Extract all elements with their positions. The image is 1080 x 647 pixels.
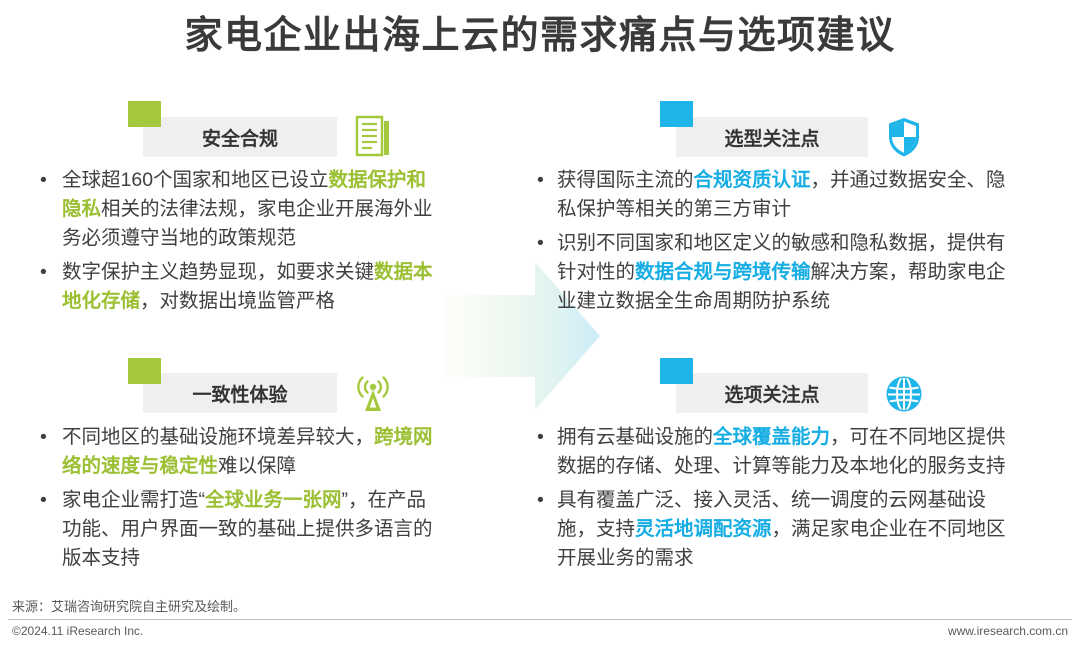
bullet-text: 解决方案，帮助家电企业建立数据全生命周期防护系统 [557,261,1006,312]
accent-square [128,101,161,127]
bullet-text: ”，在产品功能、用户界面一致的基础上提供多语言的版本支持 [62,489,433,569]
list-item: 不同地区的基础设施环境差异较大，跨境网络的速度与稳定性难以保障 [40,423,437,481]
bullet-text: ，并通过数据安全、隐私保护等相关的第三方审计 [557,169,1006,220]
bullet-text: ，可在不同地区提供数据的存储、处理、计算等能力及本地化的服务支持 [557,426,1006,477]
section-label-security-compliance: 安全合规 [201,128,278,150]
footer-divider [8,619,1072,620]
globe-icon [885,375,923,413]
bullet-text: ，满足家电企业在不同地区开展业务的需求 [557,518,1006,569]
shield-icon [886,116,922,158]
highlight-keyword: 数据本地化存储 [62,261,433,312]
section-label-selection-focus: 选型关注点 [724,128,820,150]
bullet-text: 数字保护主义趋势显现，如要求关键 [62,261,375,283]
accent-square [660,101,693,127]
section-label-box: 选项关注点 [676,373,868,413]
list-item: 拥有云基础设施的全球覆盖能力，可在不同地区提供数据的存储、处理、计算等能力及本地… [537,423,1012,481]
bullet-text: 拥有云基础设施的 [557,426,714,448]
section-label-box: 一致性体验 [143,373,337,413]
section-label-option-focus: 选项关注点 [724,384,820,406]
highlight-keyword: 合规资质认证 [693,169,811,191]
list-item: 数字保护主义趋势显现，如要求关键数据本地化存储，对数据出境监管严格 [40,258,437,316]
copyright-text: ©2024.11 iResearch Inc. [12,624,144,638]
source-note: 来源：艾瑞咨询研究院自主研究及绘制。 [12,599,247,614]
highlight-keyword: 数据保护和隐私 [62,169,427,220]
section-label-box: 选型关注点 [676,117,868,157]
accent-square [128,358,161,384]
bullet-text: 不同地区的基础设施环境差异较大， [62,426,375,448]
list-item: 家电企业需打造“全球业务一张网”，在产品功能、用户界面一致的基础上提供多语言的版… [40,486,437,573]
section-label-box: 安全合规 [143,117,337,157]
bullet-list: 获得国际主流的合规资质认证，并通过数据安全、隐私保护等相关的第三方审计 识别不同… [537,166,1012,316]
website-link[interactable]: www.iresearch.com.cn [947,624,1068,638]
bullet-text: 家电企业需打造“ [62,489,205,511]
bullet-list: 全球超160个国家和地区已设立数据保护和隐私相关的法律法规，家电企业开展海外业务… [40,166,437,316]
section-label-consistent-experience: 一致性体验 [192,384,288,406]
bullet-list: 不同地区的基础设施环境差异较大，跨境网络的速度与稳定性难以保障 家电企业需打造“… [40,423,437,573]
highlight-keyword: 数据合规与跨境传输 [635,261,811,283]
list-item: 全球超160个国家和地区已设立数据保护和隐私相关的法律法规，家电企业开展海外业务… [40,166,437,253]
bullet-text: 难以保障 [218,455,297,477]
highlight-keyword: 全球业务一张网 [205,489,342,511]
bullet-text: 具有覆盖广泛、接入灵活、统一调度的云网基础设施，支持 [557,489,987,540]
accent-square [660,358,693,384]
list-item: 具有覆盖广泛、接入灵活、统一调度的云网基础设施，支持灵活地调配资源，满足家电企业… [537,486,1012,573]
bullet-list: 拥有云基础设施的全球覆盖能力，可在不同地区提供数据的存储、处理、计算等能力及本地… [537,423,1012,573]
bullet-text: ，对数据出境监管严格 [140,290,336,312]
list-item: 获得国际主流的合规资质认证，并通过数据安全、隐私保护等相关的第三方审计 [537,166,1012,224]
antenna-signal-icon [355,375,391,413]
page-title: 家电企业出海上云的需求痛点与选项建议 [184,15,896,57]
bullet-text: 全球超160个国家和地区已设立 [62,169,329,191]
bullet-text: 相关的法律法规，家电企业开展海外业务必须遵守当地的政策规范 [62,198,433,249]
bullet-text: 识别不同国家和地区定义的敏感和隐私数据，提供有针对性的 [557,232,1006,283]
highlight-keyword: 跨境网络的速度与稳定性 [62,426,433,477]
document-icon [355,114,391,158]
bullet-text: 获得国际主流的 [557,169,694,191]
list-item: 识别不同国家和地区定义的敏感和隐私数据，提供有针对性的数据合规与跨境传输解决方案… [537,229,1012,316]
highlight-keyword: 灵活地调配资源 [635,518,772,540]
highlight-keyword: 全球覆盖能力 [713,426,831,448]
